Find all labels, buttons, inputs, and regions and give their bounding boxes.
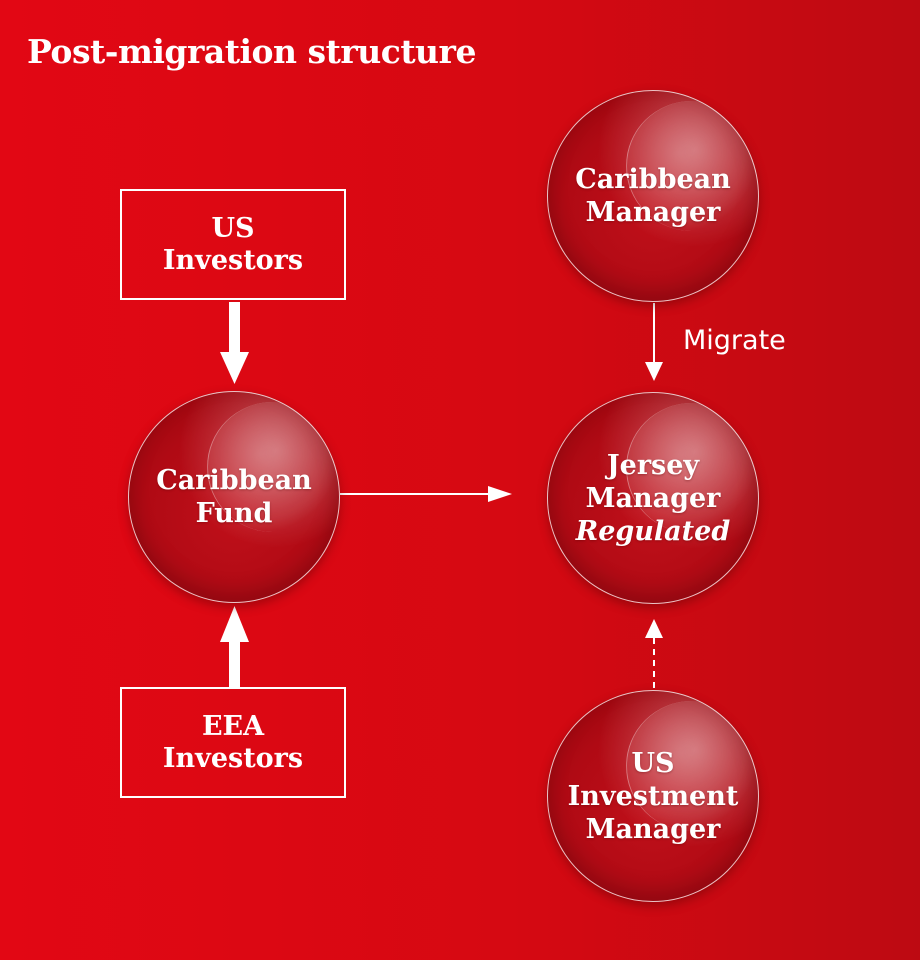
eea-investors-line-1: EEA	[201, 710, 265, 742]
us-investors-box: US Investors	[120, 189, 346, 300]
caribbean-fund-line-2: Fund	[195, 498, 273, 529]
eea-investors-box: EEA Investors	[120, 687, 346, 798]
us-investors-line-1: US	[211, 212, 255, 244]
eea-investors-line-2: Investors	[162, 742, 304, 774]
jersey-manager-line-1: Jersey	[606, 449, 700, 481]
jersey-manager-line-2: Manager	[585, 482, 721, 514]
caribbean-manager-line-2: Manager	[585, 197, 721, 228]
arrow-fund-to-jersey	[340, 486, 512, 502]
page-title: Post-migration structure	[27, 32, 476, 71]
arrow-eea-investors-to-fund	[220, 606, 249, 687]
jersey-manager-regulated-label: Regulated	[575, 515, 731, 547]
us-investment-manager-line-1: US	[631, 747, 675, 779]
caribbean-manager-line-1: Caribbean	[575, 164, 731, 195]
jersey-manager-sphere: Jersey Manager Regulated	[547, 392, 759, 604]
arrow-us-investment-to-jersey-dashed	[645, 619, 663, 688]
us-investment-manager-line-3: Manager	[585, 813, 721, 845]
caribbean-fund-line-1: Caribbean	[156, 465, 312, 496]
us-investors-line-2: Investors	[162, 244, 304, 276]
migrate-label: Migrate	[683, 325, 786, 356]
caribbean-manager-sphere: Caribbean Manager	[547, 90, 759, 302]
us-investment-manager-sphere: US Investment Manager	[547, 690, 759, 902]
arrow-us-investors-to-fund	[220, 302, 249, 384]
caribbean-fund-sphere: Caribbean Fund	[128, 391, 340, 603]
us-investment-manager-line-2: Investment	[567, 780, 739, 812]
arrow-migrate	[645, 303, 663, 381]
